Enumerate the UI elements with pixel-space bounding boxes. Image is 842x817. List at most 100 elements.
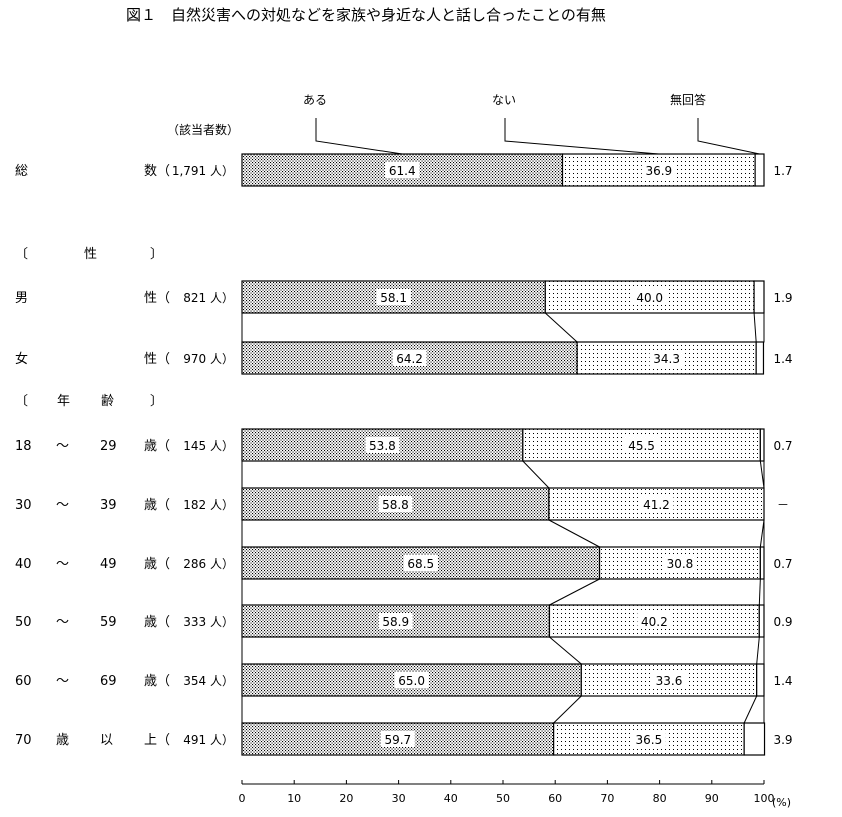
value-label-bg (403, 555, 438, 571)
x-tick-label: 80 (653, 792, 667, 805)
value-label-bg (631, 731, 666, 747)
value-label: 40.2 (641, 615, 668, 629)
bar-segment-3 (759, 428, 765, 462)
x-tick-label: 20 (339, 792, 353, 805)
legend: あるない無回答 (303, 92, 760, 155)
bar-segment-3 (753, 280, 765, 314)
count-header: （該当者数） (167, 122, 239, 137)
row-label-part: 女 (15, 351, 28, 367)
row-count: 1,791 人） (172, 164, 234, 178)
value-label-no-answer: 0.7 (773, 557, 792, 571)
row-label-part: 歳（ (144, 615, 170, 630)
bar-row: 男 性（ 821 人） 58.1 40.0 1.9 (15, 280, 793, 314)
connector-frame (241, 460, 765, 489)
value-label-no-answer: 0.7 (773, 439, 792, 453)
value-label-bg (392, 350, 427, 366)
value-label-bg (376, 289, 411, 305)
chart-title: 図１ 自然災害への対処などを家族や身近な人と話し合ったことの有無 (126, 6, 606, 24)
row-label-part: 総 (15, 164, 28, 179)
value-label-bg (624, 437, 659, 453)
value-label: 34.3 (653, 352, 680, 366)
row-label-part: 49 (100, 557, 117, 572)
row-label-part: 70 (15, 733, 32, 748)
value-label: 65.0 (398, 674, 425, 688)
value-label: 36.9 (645, 164, 672, 178)
value-label: 61.4 (389, 164, 416, 178)
value-label: 33.6 (656, 674, 683, 688)
value-label-bg (394, 672, 429, 688)
x-tick-label: 40 (444, 792, 458, 805)
connector-frame (241, 695, 765, 724)
row-label-part: 40 (15, 557, 32, 572)
value-label: 58.8 (382, 498, 409, 512)
value-label: 40.0 (636, 291, 663, 305)
value-label-bg (649, 350, 684, 366)
legend-label: ある (303, 93, 327, 107)
value-label-no-answer: 1.9 (773, 291, 792, 305)
value-label: 53.8 (369, 439, 396, 453)
x-tick-label: 90 (705, 792, 719, 805)
x-unit-label: (%) (772, 796, 791, 809)
x-tick-label: 50 (496, 792, 510, 805)
x-tick-label: 60 (548, 792, 562, 805)
row-label-part: 性（ (144, 352, 170, 367)
row-label-part: 59 (100, 615, 117, 630)
value-label-bg (380, 731, 415, 747)
bar-segment-3 (758, 604, 765, 638)
row-label-part: ～ (56, 557, 69, 572)
connector-line (759, 519, 765, 548)
bar-segment-3 (759, 546, 765, 580)
row-label-part: 上（ (144, 733, 170, 748)
value-label-no-answer: 0.9 (773, 615, 792, 629)
row-label-part: 数（ (144, 164, 170, 179)
bar-segment-3 (754, 153, 765, 187)
row-label-part: 29 (100, 439, 117, 454)
bar-row: 総 数（1,791 人） 61.4 36.9 1.7 (15, 153, 793, 187)
connector-line (756, 636, 760, 665)
x-tick-label: 30 (392, 792, 406, 805)
bar-segment-1 (241, 663, 582, 697)
value-label-no-answer: 1.4 (773, 674, 792, 688)
value-label-bg (662, 555, 697, 571)
value-label: 58.1 (380, 291, 407, 305)
row-count: 491 人） (183, 733, 234, 747)
value-label-bg (365, 437, 400, 453)
connector-line (759, 460, 765, 489)
value-label: 36.5 (636, 733, 663, 747)
value-label: 64.2 (396, 352, 423, 366)
connector-line (544, 312, 578, 343)
connector-line (549, 636, 582, 665)
row-label-part: 性（ (144, 291, 170, 306)
value-label: 45.5 (628, 439, 655, 453)
group-header: 〔 (15, 247, 28, 262)
row-label-part: 歳（ (144, 557, 170, 572)
row-count: 970 人） (183, 352, 234, 366)
group-header: 齢 (101, 394, 114, 409)
row-label-part: 男 (15, 291, 28, 306)
value-label-bg (641, 162, 676, 178)
connector-frame (241, 578, 765, 606)
legend-label: ない (492, 93, 516, 107)
value-label-bg (637, 613, 672, 629)
x-tick-label: 70 (600, 792, 614, 805)
row-count: 821 人） (183, 291, 234, 305)
connector-frame (241, 519, 765, 548)
row-label-part: ～ (56, 498, 69, 513)
value-label: 41.2 (643, 498, 670, 512)
value-label: 30.8 (667, 557, 694, 571)
row-label-part: 歳（ (144, 498, 170, 513)
row-label-part: 30 (15, 498, 32, 513)
connector-line (743, 695, 758, 724)
row-count: 286 人） (183, 557, 234, 571)
legend-leader-line (697, 118, 760, 155)
legend-leader-line (504, 118, 659, 155)
value-label-no-answer: 1.7 (773, 164, 792, 178)
row-label-part: 18 (15, 439, 32, 454)
x-tick-label: 100 (754, 792, 775, 805)
